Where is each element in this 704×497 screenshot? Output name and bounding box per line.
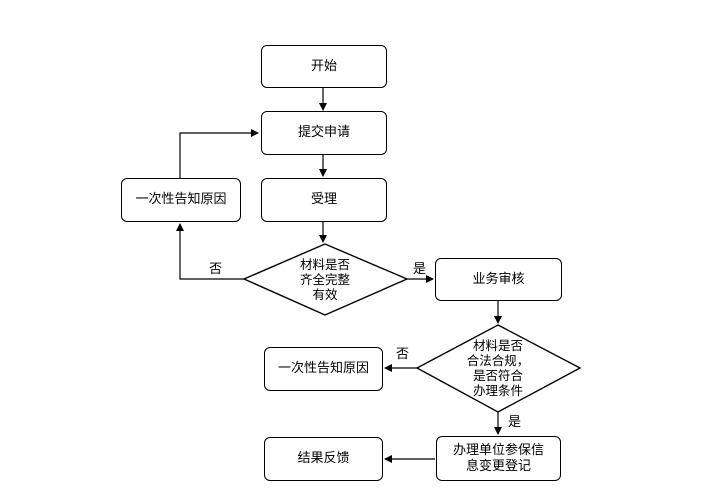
decision-compliance-text: 材料是否 合法合规， 是否符合 办理条件 — [466, 338, 530, 398]
submit-application-label: 提交申请 — [297, 125, 350, 140]
branch-label-yes-1: 是 — [413, 262, 427, 277]
result-feedback-label: 结果反馈 — [297, 451, 350, 466]
result-feedback-node: 结果反馈 — [264, 437, 383, 481]
accept-label: 受理 — [310, 192, 337, 207]
arrow-notify-to-submit — [179, 129, 259, 178]
registration-change-node: 办理单位参保信 息变更登记 — [436, 436, 561, 481]
arrow-decision-no-to-notify — [176, 223, 244, 280]
business-review-label: 业务审核 — [472, 271, 525, 287]
submit-application-node: 提交申请 — [261, 111, 387, 155]
accept-node: 受理 — [261, 178, 387, 222]
start-node: 开始 — [261, 45, 387, 88]
notify-reason-label-1: 一次性告知原因 — [135, 192, 227, 207]
start-node-label: 开始 — [310, 58, 337, 74]
decision-completeness-text: 材料是否 齐全完整 有效 — [299, 256, 350, 302]
decision-diamond-completeness — [242, 243, 409, 316]
notify-reason-node-2: 一次性告知原因 — [264, 347, 383, 391]
business-review-node: 业务审核 — [435, 258, 562, 301]
branch-label-no-1: 否 — [209, 262, 223, 277]
notify-reason-node-1: 一次性告知原因 — [121, 178, 241, 222]
notify-reason-label-2: 一次性告知原因 — [277, 361, 369, 376]
branch-label-yes-2: 是 — [508, 415, 522, 430]
registration-change-label: 办理单位参保信 息变更登记 — [452, 442, 544, 474]
branch-label-no-2: 否 — [396, 347, 410, 362]
